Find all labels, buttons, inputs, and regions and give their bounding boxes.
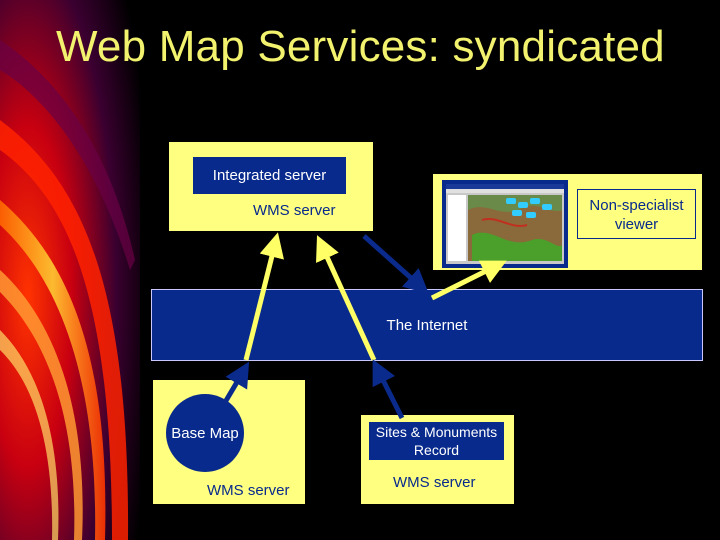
internet-label: The Internet	[386, 317, 468, 334]
base-map-circle: Base Map	[166, 394, 244, 472]
smr-label: Sites & Monuments Record	[369, 422, 504, 460]
viewer-label: Non-specialist viewer	[577, 189, 696, 239]
map-viewer-thumbnail-icon	[446, 184, 564, 264]
slide-title: Web Map Services: syndicated	[56, 22, 665, 71]
base-map-role: WMS server	[207, 482, 290, 499]
integrated-server-role: WMS server	[253, 202, 336, 219]
arrow-integrated-to-internet	[362, 234, 429, 294]
smr-role: WMS server	[393, 474, 476, 491]
arrow-smr-to-internet	[372, 359, 405, 420]
internet-band: The Internet	[151, 289, 703, 361]
integrated-server-label: Integrated server	[193, 157, 346, 194]
decorative-swoosh	[0, 0, 140, 540]
viewer-screenshot	[442, 180, 568, 268]
